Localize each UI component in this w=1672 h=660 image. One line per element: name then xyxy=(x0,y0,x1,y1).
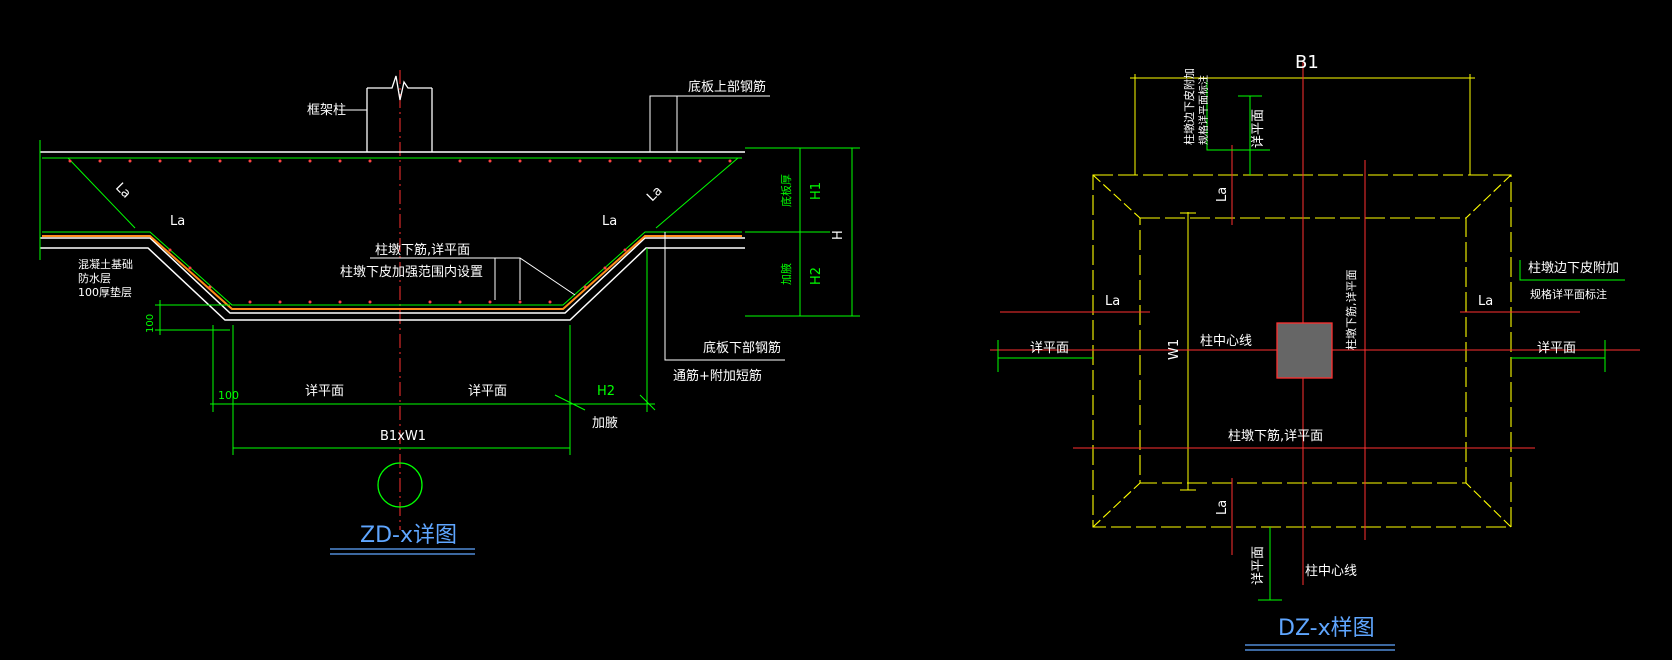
extra-rebar-right-label: 柱墩边下皮附加 xyxy=(1528,261,1619,276)
see-plan-label-1: 详平面 xyxy=(305,384,344,399)
see-plan-bottom-label: 详平面 xyxy=(1251,546,1266,585)
dim-100-left: 100 xyxy=(145,314,156,333)
green-dimensions xyxy=(997,78,1625,601)
la-left-label: La xyxy=(1105,294,1120,309)
see-plan-label-2: 详平面 xyxy=(468,384,507,399)
w1-label: W1 xyxy=(1167,339,1182,360)
anchor-la-label-3: La xyxy=(112,180,133,201)
concrete-layer-label-2: 防水层 xyxy=(78,271,111,285)
column-center-label-1: 柱中心线 xyxy=(1200,334,1252,349)
column-under-range-label: 柱墩下皮加强范围内设置 xyxy=(340,264,483,280)
outer-frame xyxy=(1092,174,1512,528)
axis-circle xyxy=(377,462,423,508)
zd-section-detail: 框架柱 底板上部钢筋 底板下部钢筋 通筋+附加短筋 混凝土基础 防水层 100厚… xyxy=(39,70,860,555)
slab-outline xyxy=(40,151,745,321)
see-plan-left-label: 详平面 xyxy=(1030,341,1069,356)
through-rebar-label: 通筋+附加短筋 xyxy=(673,368,762,384)
thickness-label: 底板厚 xyxy=(779,174,793,207)
bottom-rebar-label: 底板下部钢筋 xyxy=(703,340,781,356)
column-square xyxy=(1276,322,1333,379)
frame-column-label: 框架柱 xyxy=(307,103,346,118)
anchor-la-label-2: La xyxy=(602,214,617,229)
extra-rebar-top-spec: 规格详平面标注 xyxy=(1197,75,1210,145)
haunch-side-label: 加腋 xyxy=(779,263,793,285)
h2-bottom-label: H2 xyxy=(597,384,615,399)
b1-label: B1 xyxy=(1295,52,1319,73)
see-plan-top-label: 详平面 xyxy=(1251,109,1266,148)
dz-detail-title: DZ-x样图 xyxy=(1278,616,1375,641)
anchor-la-label-4: La xyxy=(644,183,665,204)
column-under-rebar-label: 柱墩下筋,详平面 xyxy=(375,242,470,258)
extra-rebar-right-spec: 规格详平面标注 xyxy=(1530,287,1607,301)
b1xw1-label: B1xW1 xyxy=(380,429,426,444)
rebar-dots xyxy=(68,159,732,304)
height-dimensions xyxy=(155,147,860,335)
red-center-lines xyxy=(990,60,1640,585)
column-under-rebar-plan-label: 柱墩下筋,详平面 xyxy=(1228,428,1323,444)
dz-plan-detail: B1 W1 柱中心线 柱中心线 柱墩下筋,详平面 柱墩下筋,详平面 柱墩边下皮附… xyxy=(990,52,1640,651)
corner-diagonals xyxy=(1092,174,1512,528)
la-right-label: La xyxy=(1478,294,1493,309)
top-rebar-label: 底板上部钢筋 xyxy=(688,79,766,95)
frame-column xyxy=(366,75,433,152)
h-label: H xyxy=(831,230,846,240)
la-bottom-label: La xyxy=(1215,500,1230,515)
concrete-layer-label-1: 混凝土基础 xyxy=(78,257,133,271)
la-top-label: La xyxy=(1215,187,1230,202)
zd-detail-title: ZD-x详图 xyxy=(360,523,457,548)
extra-rebar-top-label: 柱墩边下皮附加 xyxy=(1182,68,1196,145)
see-plan-right-label: 详平面 xyxy=(1537,341,1576,356)
column-center-label-2: 柱中心线 xyxy=(1305,564,1357,579)
width-dimensions xyxy=(210,248,656,455)
column-under-rebar-vertical-label: 柱墩下筋,详平面 xyxy=(1344,270,1358,351)
anchor-la-label-1: La xyxy=(170,214,185,229)
concrete-layer-label-3: 100厚垫层 xyxy=(78,285,132,299)
rebar-lines xyxy=(39,140,742,306)
orange-rebar xyxy=(42,235,742,310)
leader-lines xyxy=(340,95,785,361)
h2-label: H2 xyxy=(809,267,824,285)
dim-100-bottom: 100 xyxy=(218,389,239,402)
haunch-label: 加腋 xyxy=(592,416,618,431)
h1-label: H1 xyxy=(809,182,824,200)
